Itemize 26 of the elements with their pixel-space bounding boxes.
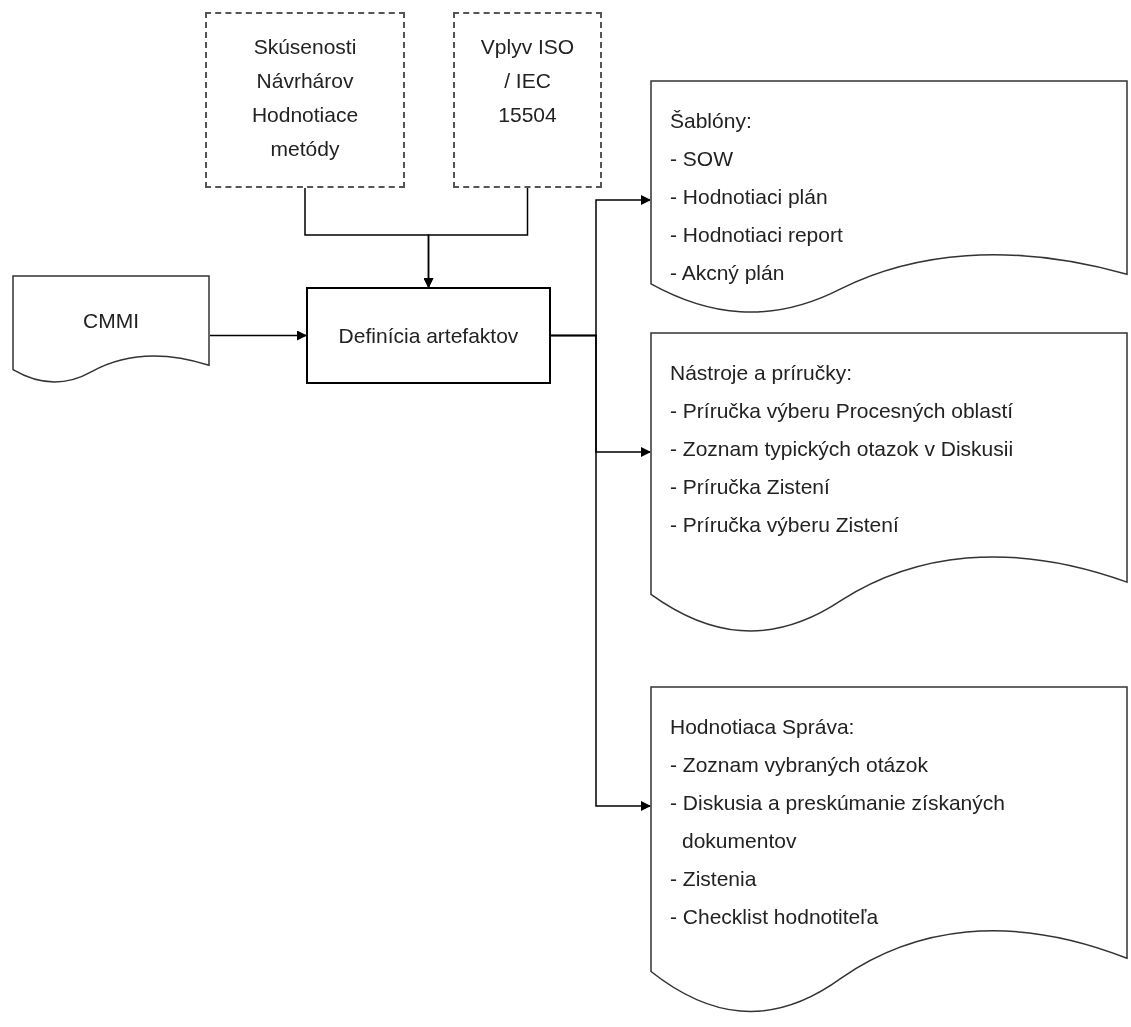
- input-box: [453, 12, 602, 188]
- list-item: - Checklist hodnotiteľa: [670, 904, 880, 930]
- list-heading: Hodnotiaca Správa:: [670, 714, 856, 740]
- node-label: Skúsenosti Návrhárov Hodnotiace metódy: [250, 34, 360, 162]
- list-item: - Zistenia: [670, 866, 758, 892]
- list-item: - Hodnotiaci plán: [670, 184, 829, 210]
- process-box: [306, 287, 551, 384]
- list-item: - Diskusia a preskúmanie získaných dokumentov: [670, 790, 1006, 854]
- list-item: - Zoznam vybraných otázok: [670, 752, 929, 778]
- list-item: - Príručka Zistení: [670, 474, 831, 500]
- list-item: - Príručka výberu Zistení: [670, 512, 900, 538]
- arrow: [423, 187, 529, 288]
- node-label: Definícia artefaktov: [338, 322, 519, 349]
- document-shape: [12, 275, 210, 385]
- list-item: - SOW: [670, 146, 734, 172]
- node-label: CMMI: [83, 308, 139, 334]
- list-item: - Zoznam typických otazok v Diskusii: [670, 436, 1015, 462]
- node-label: Vplyv ISO / IEC 15504: [480, 34, 575, 128]
- input-box: [205, 12, 405, 188]
- list-heading: Nástroje a príručky:: [670, 360, 854, 386]
- list-item: - Hodnotiaci report: [670, 222, 844, 248]
- list-heading: Šablóny:: [670, 108, 753, 134]
- arrow: [209, 330, 307, 341]
- list-item: - Akcný plán: [670, 260, 786, 286]
- list-item: - Príručka výberu Procesných oblastí: [670, 398, 1015, 424]
- arrow: [550, 334, 651, 811]
